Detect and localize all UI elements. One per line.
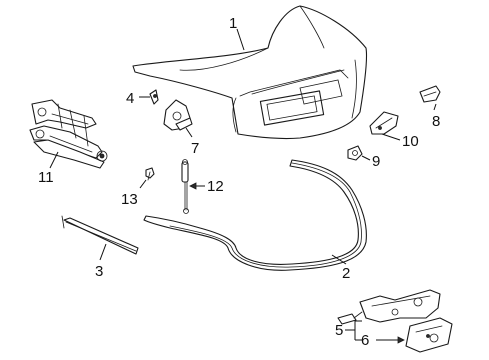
callout-leader-1 <box>236 28 245 51</box>
trim-strip <box>61 215 139 255</box>
hinge-bracket <box>163 99 193 131</box>
callout-arrow-12 <box>189 182 197 190</box>
callout-leader-11 <box>49 151 59 169</box>
callout-3: 3 <box>95 263 103 280</box>
callout-9: 9 <box>372 153 380 170</box>
callout-leader-2 <box>331 254 347 265</box>
striker <box>369 111 399 135</box>
gas-strut <box>181 159 189 214</box>
callout-1: 1 <box>229 15 237 32</box>
callout-13: 13 <box>121 191 138 208</box>
callout-5: 5 <box>335 322 343 339</box>
callout-leader-10 <box>381 133 401 141</box>
callout-leader-7 <box>185 127 193 138</box>
callout-arrow-6 <box>397 336 405 344</box>
callout-12: 12 <box>207 178 224 195</box>
callout-2: 2 <box>342 265 350 282</box>
bolt <box>145 167 155 181</box>
callout-8: 8 <box>432 113 440 130</box>
weatherstrip-seal <box>143 159 367 271</box>
callout-leader-13 <box>139 179 147 189</box>
trunk-lid <box>132 5 368 140</box>
callout-4: 4 <box>126 90 134 107</box>
bumper-stop <box>347 145 363 161</box>
callout-7: 7 <box>191 140 199 157</box>
hinge-assembly <box>29 99 108 169</box>
callout-11: 11 <box>38 169 54 186</box>
latch-assembly <box>337 289 453 353</box>
callout-6: 6 <box>361 332 369 349</box>
small-clip <box>419 85 441 103</box>
callout-leader-8 <box>433 103 437 111</box>
small-bracket <box>149 89 159 105</box>
callout-10: 10 <box>402 133 419 150</box>
callout-leader-3 <box>99 243 107 261</box>
callout-leader-9 <box>361 155 371 161</box>
